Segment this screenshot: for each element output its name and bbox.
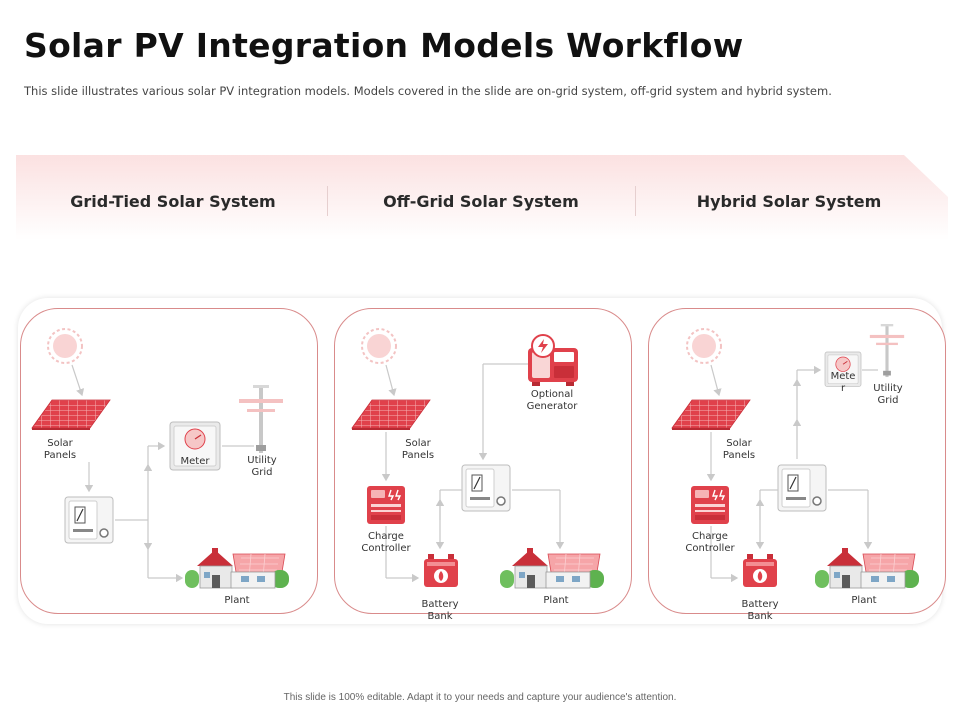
inverter-icon bbox=[64, 496, 114, 544]
label-meter: Mete r bbox=[830, 371, 856, 394]
label-charge-controller: Charge Controller bbox=[685, 531, 735, 554]
grid-tied-diagram bbox=[31, 328, 290, 589]
label-plant: Plant bbox=[224, 595, 250, 606]
sun-icon bbox=[686, 328, 722, 364]
charge-controller-icon bbox=[366, 485, 406, 525]
column-header-grid-tied: Grid-Tied Solar System bbox=[70, 192, 276, 211]
label-plant: Plant bbox=[851, 595, 877, 606]
solar-panel-icon bbox=[31, 399, 111, 431]
inverter-icon bbox=[461, 464, 511, 512]
label-solar-panels: Solar Panels bbox=[722, 438, 756, 461]
page-subtitle: This slide illustrates various solar PV … bbox=[24, 84, 832, 98]
house-icon bbox=[499, 547, 605, 589]
label-meter: Meter bbox=[180, 456, 210, 467]
column-divider bbox=[635, 186, 636, 216]
sun-icon bbox=[47, 328, 83, 364]
label-solar-panels: Solar Panels bbox=[401, 438, 435, 461]
label-solar-panels: Solar Panels bbox=[43, 438, 77, 461]
page-title: Solar PV Integration Models Workflow bbox=[24, 26, 744, 65]
label-battery-bank: Battery Bank bbox=[421, 599, 459, 619]
off-grid-panel bbox=[334, 308, 632, 614]
house-icon bbox=[184, 547, 290, 589]
column-header-banner bbox=[16, 155, 948, 240]
column-header-hybrid: Hybrid Solar System bbox=[696, 192, 882, 211]
column-divider bbox=[327, 186, 328, 216]
footer-note: This slide is 100% editable. Adapt it to… bbox=[283, 692, 677, 703]
label-optional-generator: Optional Generator bbox=[526, 389, 578, 412]
label-charge-controller: Charge Controller bbox=[361, 531, 411, 554]
generator-icon bbox=[527, 334, 579, 387]
off-grid-diagram bbox=[351, 328, 605, 589]
hybrid-diagram bbox=[671, 324, 920, 589]
utility-pole-icon bbox=[869, 324, 905, 378]
label-utility-grid: Utility Grid bbox=[873, 383, 903, 406]
solar-panel-icon bbox=[351, 399, 431, 431]
sun-icon bbox=[361, 328, 397, 364]
label-utility-grid: Utility Grid bbox=[247, 455, 277, 478]
house-icon bbox=[814, 547, 920, 589]
battery-icon bbox=[424, 554, 458, 587]
inverter-icon bbox=[777, 464, 827, 512]
column-header-off-grid: Off-Grid Solar System bbox=[383, 192, 579, 211]
charge-controller-icon bbox=[690, 485, 730, 525]
utility-pole-icon bbox=[239, 385, 283, 453]
label-battery-bank: Battery Bank bbox=[741, 599, 779, 619]
label-plant: Plant bbox=[543, 595, 569, 606]
solar-panel-icon bbox=[671, 399, 751, 431]
battery-icon bbox=[743, 554, 777, 587]
